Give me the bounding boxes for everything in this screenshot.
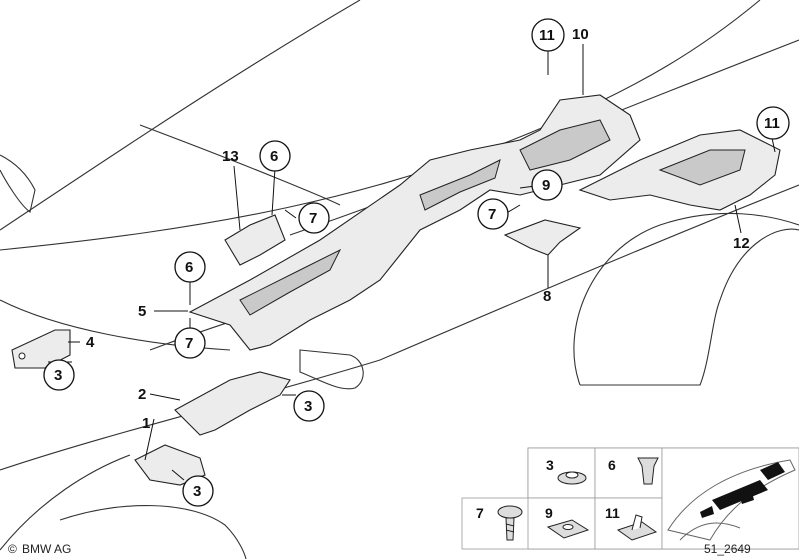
legend-label-11: 11 bbox=[605, 505, 620, 521]
callout-7: 7 bbox=[488, 206, 496, 223]
bracket-1 bbox=[134, 444, 206, 486]
clip-icon bbox=[616, 514, 658, 541]
leader-lines bbox=[48, 44, 776, 481]
callout-8: 8 bbox=[543, 288, 551, 305]
callout-7: 7 bbox=[309, 210, 317, 227]
callout-7-bubble bbox=[298, 202, 330, 234]
callout-5: 5 bbox=[138, 303, 146, 320]
callout-7-bubble bbox=[477, 198, 509, 230]
callout-2: 2 bbox=[138, 386, 146, 403]
callout-3-bubble bbox=[43, 359, 75, 391]
callout-7-bubble bbox=[174, 327, 206, 359]
legend-label-7: 7 bbox=[476, 505, 484, 521]
callout-11-bubble bbox=[756, 106, 790, 140]
copyright-symbol: © bbox=[8, 542, 17, 556]
callout-7: 7 bbox=[185, 335, 193, 352]
callout-9-bubble bbox=[531, 169, 563, 201]
bracket-8 bbox=[503, 219, 582, 256]
callout-11: 11 bbox=[764, 115, 780, 132]
callout-11-bubble bbox=[531, 18, 565, 52]
callout-4: 4 bbox=[86, 334, 95, 351]
callout-3: 3 bbox=[193, 483, 201, 500]
callout-6: 6 bbox=[270, 148, 278, 165]
legend-label-3: 3 bbox=[546, 457, 554, 473]
callout-1: 1 bbox=[142, 415, 150, 432]
legend-panel: 3 6 7 9 11 bbox=[461, 447, 799, 550]
clip-nut-icon bbox=[557, 471, 587, 485]
callout-12: 12 bbox=[733, 235, 750, 252]
copyright-text: BMW AG bbox=[22, 542, 71, 556]
callout-13: 13 bbox=[222, 148, 239, 165]
callouts: 1 2 3 3 3 3 4 5 6 6 7 7 7 8 9 10 11 11 1… bbox=[43, 18, 790, 507]
callout-3: 3 bbox=[54, 367, 62, 384]
drawing-number: 51_2649 bbox=[704, 542, 751, 556]
heat-shield-13 bbox=[224, 214, 286, 266]
callout-3-bubble bbox=[182, 475, 214, 507]
car-overview-thumbnail-icon bbox=[667, 459, 796, 541]
bracket-4 bbox=[11, 329, 71, 369]
legend-label-9: 9 bbox=[545, 505, 553, 521]
main-tunnel-heat-shield bbox=[188, 94, 641, 351]
expanding-rivet-icon bbox=[637, 457, 659, 485]
callout-6: 6 bbox=[185, 259, 193, 276]
speed-nut-icon bbox=[546, 519, 590, 539]
callout-10: 10 bbox=[572, 26, 589, 43]
callout-3: 3 bbox=[304, 398, 312, 415]
callout-6-bubble bbox=[259, 140, 291, 172]
heat-shield-2 bbox=[174, 371, 291, 436]
screw-icon bbox=[497, 505, 523, 541]
callout-11: 11 bbox=[539, 27, 555, 44]
callout-6-bubble bbox=[174, 251, 206, 283]
callout-9: 9 bbox=[542, 177, 550, 194]
legend-label-6: 6 bbox=[608, 457, 616, 473]
callout-3-bubble bbox=[293, 390, 325, 422]
rear-heat-shield bbox=[578, 129, 781, 211]
footer: © BMW AG 51_2649 bbox=[8, 542, 751, 556]
